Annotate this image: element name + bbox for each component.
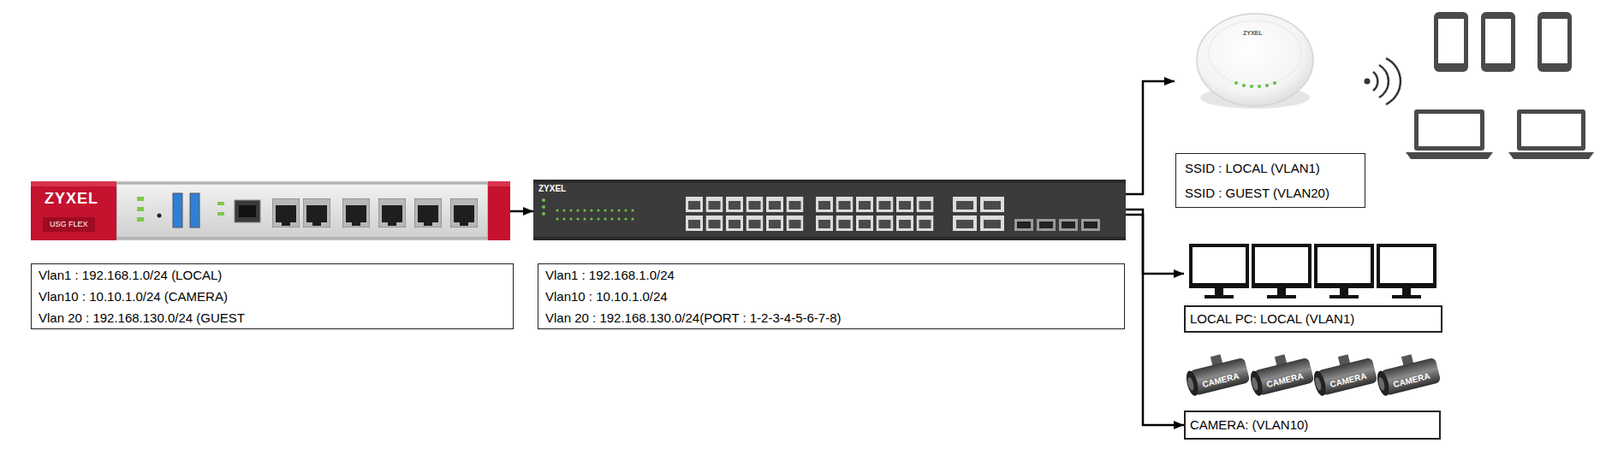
- vlan-info-box: Vlan1 : 192.168.1.0/24 (LOCAL)Vlan10 : 1…: [30, 263, 514, 330]
- camera-box: CAMERA: (VLAN10): [1183, 410, 1441, 441]
- node-text: ZYXEL: [44, 190, 99, 208]
- vlan-info-box: Vlan1 : 192.168.1.0/24Vlan10 : 10.10.1.0…: [537, 263, 1125, 330]
- node-text: Vlan10 : 10.10.1.0/24: [545, 285, 1118, 308]
- firewall-device: ZYXEL USG FLEX: [30, 181, 511, 241]
- monitor-icons: [1189, 243, 1437, 299]
- device-label: CAMERA: [1265, 371, 1304, 391]
- firewall-drawing: [30, 181, 511, 241]
- access-point-drawing: [1196, 13, 1314, 109]
- ssid-box: SSID : LOCAL (VLAN1)SSID : GUEST (VLAN20…: [1175, 153, 1366, 209]
- wireless-signal: [1364, 58, 1401, 105]
- access-point: ZYXEL: [1174, 8, 1319, 113]
- switch-device: ZYXEL: [533, 179, 1126, 241]
- camera-icons: [1182, 349, 1442, 398]
- connector-arrow: [510, 210, 534, 214]
- node-text: ZYXEL: [538, 184, 566, 195]
- connector-arrow: [1125, 214, 1184, 426]
- node-text: Vlan1 : 192.168.1.0/24: [545, 264, 1118, 286]
- node-text: Vlan 20 : 192.168.130.0/24 (GUEST: [38, 307, 506, 329]
- node-text: CAMERA: (VLAN10): [1183, 410, 1441, 441]
- node-text: SSID : LOCAL (VLAN1): [1184, 155, 1357, 181]
- node-text: ZYXEL: [1243, 29, 1263, 37]
- label-holder: CAMERA: [1385, 371, 1438, 387]
- device-label: CAMERA: [1391, 371, 1431, 391]
- node-text: Vlan10 : 10.10.1.0/24 (CAMERA): [38, 285, 506, 308]
- node-text: LOCAL PC: LOCAL (VLAN1): [1183, 305, 1443, 334]
- switch-drawing: [533, 179, 1126, 241]
- device-label: CAMERA: [1201, 371, 1240, 391]
- laptop-icons: [1405, 109, 1595, 160]
- node-text: Vlan1 : 192.168.1.0/24 (LOCAL): [38, 264, 506, 286]
- connector-arrow: [1125, 81, 1175, 195]
- node-text: Vlan 20 : 192.168.130.0/24(PORT : 1-2-3-…: [545, 307, 1118, 329]
- node-text: SSID : GUEST (VLAN20): [1184, 180, 1357, 206]
- label-holder: CAMERA: [1259, 371, 1311, 387]
- label-holder: CAMERA: [1195, 371, 1247, 387]
- connector-arrow: [1125, 209, 1184, 274]
- node-text: USG FLEX: [42, 217, 96, 232]
- phone-icons: [1433, 11, 1572, 72]
- label-holder: CAMERA: [1322, 371, 1374, 387]
- device-label: CAMERA: [1328, 371, 1368, 391]
- pc-group: LOCAL PC: LOCAL (VLAN1): [1183, 241, 1443, 334]
